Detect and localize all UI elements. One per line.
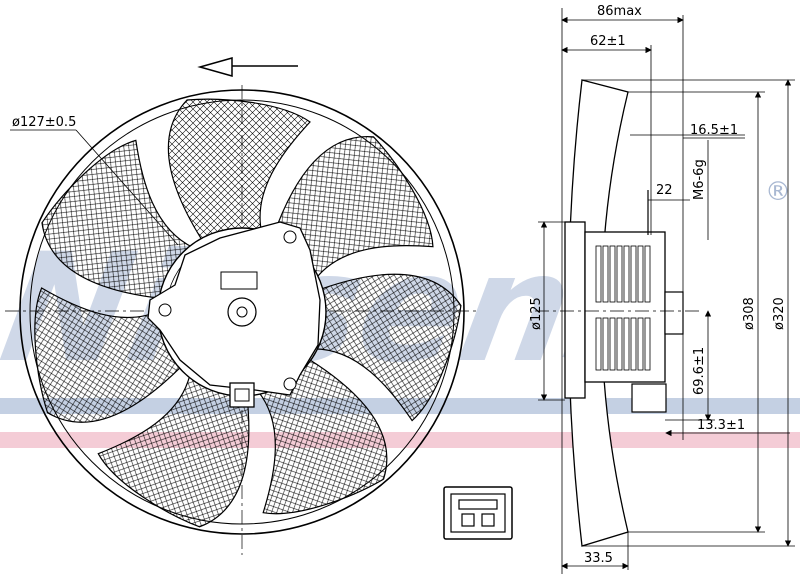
label-plate <box>220 271 258 290</box>
motor-coil-top <box>644 245 651 303</box>
side-hub-housing <box>564 221 586 399</box>
side-motor-coils <box>595 245 651 371</box>
fan-blade <box>312 273 462 422</box>
motor-coil-bottom <box>602 317 609 371</box>
motor-coil-top <box>595 245 602 303</box>
dim-62-label: 62±1 <box>590 34 626 49</box>
dim-69-6-label: 69.6±1 <box>692 347 707 395</box>
dim-320-label: ø320 <box>772 297 787 330</box>
watermark-registered: ® <box>765 177 791 207</box>
hub-connector-inner <box>234 388 250 402</box>
motor-coil-bottom <box>616 317 623 371</box>
motor-coil-top <box>609 245 616 303</box>
dim-22-label: 22 <box>656 183 673 198</box>
motor-coil-bottom <box>644 317 651 371</box>
rotation-arrow-icon <box>197 57 298 77</box>
mount-hole-left <box>158 303 172 317</box>
motor-coil-bottom <box>637 317 644 371</box>
fan-blade <box>97 372 250 528</box>
motor-coil-bottom <box>630 317 637 371</box>
dim-86-label: 86max <box>597 4 642 19</box>
fan-blade <box>167 98 311 241</box>
side-connector <box>631 383 667 413</box>
side-motor-back <box>664 291 684 335</box>
motor-coil-top <box>616 245 623 303</box>
motor-coil-top <box>623 245 630 303</box>
motor-coil-top <box>602 245 609 303</box>
connector-icon <box>443 486 513 540</box>
motor-coil-bottom <box>595 317 602 371</box>
fan-blade <box>34 287 182 423</box>
fan-hub <box>147 221 327 408</box>
dim-125-label: ø125 <box>529 297 544 330</box>
front-view: ø127±0.5 <box>5 57 480 555</box>
fan-blade <box>41 139 195 300</box>
hub-diameter-label: ø127±0.5 <box>12 115 76 130</box>
hub-diameter-leader <box>75 129 179 246</box>
motor-coil-bottom <box>609 317 616 371</box>
dim-13-3-label: 13.3±1 <box>697 418 745 433</box>
dim-308-label: ø308 <box>742 297 757 330</box>
dim-m6-label: M6-6g <box>692 159 707 200</box>
motor-shaft-core <box>236 306 248 318</box>
dim-16-5-label: 16.5±1 <box>690 123 738 138</box>
mount-hole-top <box>283 230 297 244</box>
motor-coil-top <box>630 245 637 303</box>
mount-hole-right <box>283 377 297 391</box>
fan-blade <box>256 358 388 515</box>
side-view: 86max 62±1 16.5±1 M6-6g 22 ø125 ø308 ø32… <box>529 4 795 574</box>
motor-coil-bottom <box>623 317 630 371</box>
motor-coil-top <box>637 245 644 303</box>
fan-blade <box>272 136 434 280</box>
fan-blades <box>34 98 462 528</box>
fan-outer-ring <box>19 89 465 535</box>
dim-33-5-label: 33.5 <box>584 551 613 566</box>
hub-connector <box>229 382 255 408</box>
